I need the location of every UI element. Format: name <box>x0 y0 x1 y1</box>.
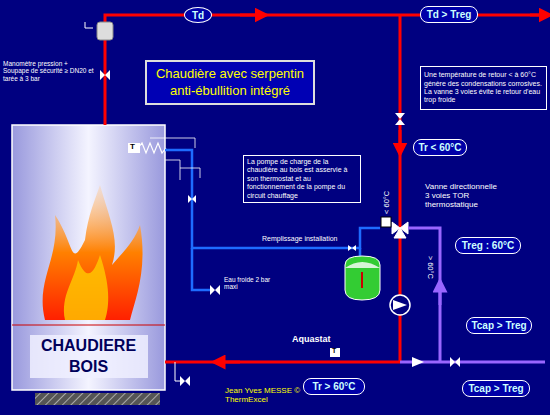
flame <box>43 185 143 320</box>
label-text: Aquastat <box>292 334 342 344</box>
label-text: Remplissage installation <box>262 235 352 243</box>
three-way-valve <box>392 222 408 238</box>
title-box: Chaudière avec serpentin anti-ébullition… <box>145 60 315 105</box>
valve <box>395 113 405 125</box>
node-text: Td > Treg <box>427 9 472 20</box>
check-valve <box>412 357 424 367</box>
node-text: Tr > 60°C <box>312 381 355 392</box>
label-text: T <box>130 142 140 151</box>
node-text: Td <box>192 10 204 21</box>
temperature-tag: Td <box>184 7 212 23</box>
temperature-tag: Tr > 60°C <box>303 378 365 395</box>
expansion-vessel <box>345 256 380 300</box>
label-text: < 60°C <box>383 185 392 219</box>
node-text: La pompe de charge de la chaudière au bo… <box>247 158 357 200</box>
label-text: > 60°C <box>426 250 435 284</box>
note-box: La pompe de charge de la chaudière au bo… <box>243 155 361 203</box>
aquastat <box>330 348 340 357</box>
label-text: Vanne directionnelle 3 voies TOR thermos… <box>425 182 497 210</box>
fill-pipe <box>165 150 380 248</box>
boiler: CHAUDIERE BOIS <box>12 125 165 390</box>
label-text: Manomètre pression + Soupape de sécurité… <box>3 60 95 82</box>
temperature-tag: Tcap > Treg <box>466 317 532 334</box>
temperature-tag: Tr < 60°C <box>413 139 467 156</box>
node-text: Chaudière avec serpentin anti-ébullition… <box>153 66 307 100</box>
node-text: Tcap > Treg <box>471 320 526 331</box>
note-box: Une température de retour < à 60°C génèr… <box>420 66 547 110</box>
safety-valve <box>97 22 113 40</box>
return-pipe <box>165 361 400 364</box>
valve-head <box>381 217 391 227</box>
label-text: T <box>332 347 340 355</box>
thermostat-box <box>128 143 140 153</box>
pump <box>390 295 410 315</box>
temperature-tag: Treg : 60°C <box>455 237 521 254</box>
valve <box>100 70 110 80</box>
label-text: Eau froide 2 bar maxi <box>224 276 274 291</box>
node-text: Tcap > Treg <box>468 383 523 394</box>
collector-branch <box>408 228 440 362</box>
temperature-tag: Td > Treg <box>420 6 478 23</box>
fill-tap <box>210 285 220 295</box>
coil <box>138 143 166 153</box>
node-text: Tr < 60°C <box>418 142 461 153</box>
valve <box>450 357 460 367</box>
node-text: Une température de retour < à 60°C génèr… <box>424 71 543 105</box>
boiler-body <box>12 125 165 390</box>
node-text: Treg : 60°C <box>462 240 514 251</box>
temperature-tag: Tcap > Treg <box>462 380 530 397</box>
boiler-base <box>35 393 160 405</box>
boiler-label: CHAUDIERE BOIS <box>30 335 148 378</box>
